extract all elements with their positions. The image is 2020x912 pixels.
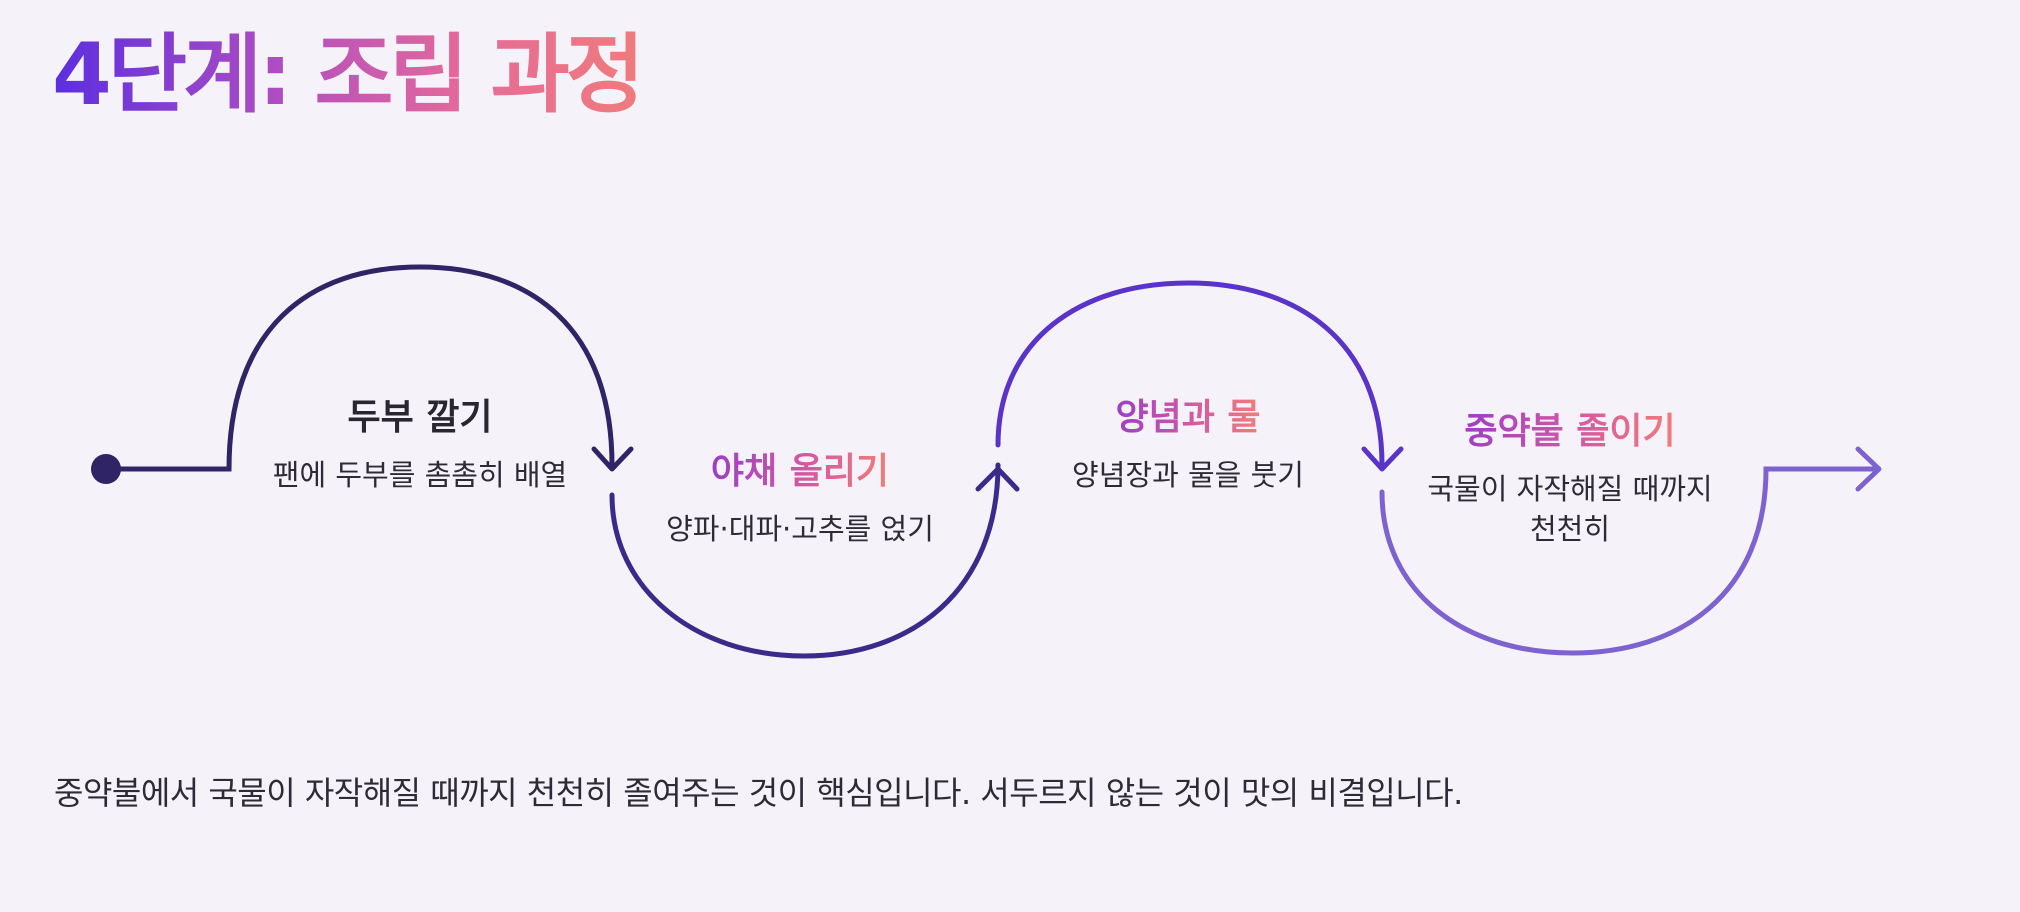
step-description: 팬에 두부를 촘촘히 배열	[272, 458, 568, 493]
step-title: 중약불 졸이기	[1464, 411, 1676, 452]
flow-path-4	[1379, 466, 1881, 656]
flow-path-1	[103, 264, 615, 472]
step-1: 두부 깔기 팬에 두부를 촘촘히 배열	[270, 396, 570, 495]
step-4: 중약불 졸이기 국물이 자작해질 때까지 천천히	[1412, 410, 1728, 549]
page-title: 4단계: 조립 과정	[52, 24, 645, 127]
step-description: 양파·대파·고추를 얹기	[666, 512, 934, 547]
flow-path-2	[609, 462, 1001, 659]
flow-path-3	[995, 280, 1385, 468]
arrow-up-icon	[975, 466, 1020, 492]
step-title: 양념과 물	[1115, 397, 1261, 438]
arrow-right-icon	[1855, 446, 1882, 492]
step-title: 두부 깔기	[347, 397, 493, 438]
footer-note: 중약불에서 국물이 자작해질 때까지 천천히 졸여주는 것이 핵심입니다. 서두…	[54, 774, 1463, 812]
arrow-down-icon	[591, 446, 634, 472]
arrow-down-icon	[1361, 446, 1404, 472]
step-description: 양념장과 물을 붓기	[1072, 458, 1304, 493]
step-description: 국물이 자작해질 때까지 천천히	[1427, 472, 1713, 547]
step-3: 양념과 물 양념장과 물을 붓기	[1038, 396, 1338, 495]
step-2: 야채 올리기 양파·대파·고추를 얹기	[640, 450, 960, 549]
step-title: 야채 올리기	[710, 451, 890, 492]
